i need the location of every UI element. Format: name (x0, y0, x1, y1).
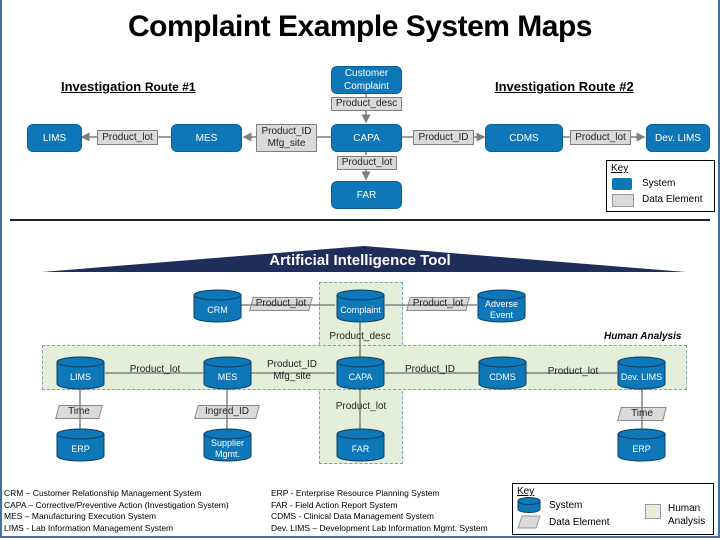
system-crm[interactable]: CRM (193, 289, 242, 323)
key-system-label: System (549, 500, 583, 511)
system-label: Complaint (340, 304, 381, 315)
database-cylinder-icon (617, 356, 666, 390)
database-cylinder-icon (193, 289, 242, 323)
key-data-element-swatch (612, 194, 634, 207)
glossary-item: CRM – Customer Relationship Management S… (4, 488, 202, 498)
system-complaint[interactable]: Complaint (336, 289, 385, 323)
database-cylinder-icon (336, 356, 385, 390)
system-adverse-event[interactable]: Adverse Event (477, 289, 526, 323)
system-lims[interactable]: LIMS (27, 124, 82, 152)
data-element-ingred-id: Ingred_ID (196, 405, 258, 419)
data-element-time: Time (619, 407, 665, 421)
data-element-product-desc: Product_desc (329, 331, 391, 342)
data-element-product-id: Product_ID (399, 363, 461, 377)
ai-tool-title: Artificial Intelligence Tool (269, 252, 451, 269)
data-element-product-id-mfg-site: Product_ID Mfg_site (256, 124, 317, 152)
system-label: Adverse Event (484, 299, 519, 320)
system-label: ERP (632, 443, 651, 454)
system-far[interactable]: FAR (336, 428, 385, 462)
system-mes[interactable]: MES (203, 356, 252, 390)
data-element-line-2: Mfg_site (273, 371, 311, 382)
glossary-item: CDMS - Clinical Data Management System (271, 511, 434, 521)
data-element-time: Time (57, 405, 101, 419)
data-element-line-2: Mfg_site (267, 138, 306, 149)
glossary-item: ERP - Enterprise Resource Planning Syste… (271, 488, 440, 498)
system-dev-lims[interactable]: Dev. LIMS (617, 356, 666, 390)
key-data-element-label: Data Element (549, 517, 610, 528)
data-element-product-lot: Product_lot (570, 130, 631, 145)
system-cdms[interactable]: CDMS (485, 124, 563, 152)
system-lims[interactable]: LIMS (56, 356, 105, 390)
glossary-item: FAR - Field Action Report System (271, 499, 398, 510)
glossary-item: Dev. LIMS – Development Lab Information … (271, 522, 488, 533)
key-system-label: System (642, 178, 676, 189)
key-system-swatch (612, 178, 632, 190)
system-label: FAR (351, 443, 370, 454)
system-mes[interactable]: MES (171, 124, 242, 152)
system-label: CRM (207, 304, 228, 315)
glossary-item: MES – Manufacturing Execution System (4, 511, 157, 521)
data-element-product-id: Product_ID (413, 130, 474, 145)
glossary-left: CRM – Customer Relationship Management S… (4, 488, 264, 534)
data-element-product-lot: Product_lot (543, 365, 603, 379)
data-element-product-lot: Product_lot (330, 400, 392, 414)
system-capa[interactable]: CAPA (331, 124, 402, 152)
route-2-heading: Investigation Route #2 (495, 79, 634, 94)
key-human-analysis-label: Human Analysis (668, 503, 706, 527)
system-label: Supplier Mgmt. (210, 438, 245, 459)
route-1-suffix: Route #1 (144, 80, 196, 94)
bottom-key: Key System Data Element Human Analysis (512, 483, 714, 535)
ai-banner-shape (42, 246, 686, 272)
key-human-analysis-swatch (645, 504, 661, 519)
database-cylinder-icon (203, 356, 252, 390)
key-title: Key (517, 486, 535, 497)
database-cylinder-icon (336, 289, 385, 323)
data-element-product-desc: Product_desc (331, 97, 402, 111)
system-capa[interactable]: CAPA (336, 356, 385, 390)
system-erp[interactable]: ERP (56, 428, 105, 462)
database-cylinder-icon (56, 356, 105, 390)
system-erp[interactable]: ERP (617, 428, 666, 462)
system-label: ERP (71, 443, 90, 454)
human-analysis-label: Human Analysis (604, 331, 682, 342)
data-element-product-lot: Product_lot (124, 363, 186, 377)
system-cdms[interactable]: CDMS (478, 356, 527, 390)
database-cylinder-icon (477, 289, 526, 323)
system-dev-lims[interactable]: Dev. LIMS (646, 124, 710, 152)
key-data-element-label: Data Element (642, 194, 703, 205)
key-system-cylinder-icon (517, 497, 541, 513)
system-label: LIMS (69, 371, 91, 382)
data-element-product-lot: Product_lot (408, 297, 468, 311)
page-title: Complaint Example System Maps (128, 10, 592, 43)
system-far[interactable]: FAR (331, 181, 402, 209)
section-divider (10, 219, 710, 221)
database-cylinder-icon (56, 428, 105, 462)
system-label: MES (217, 371, 238, 382)
data-element-product-lot: Product_lot (337, 156, 397, 170)
system-customer-complaint[interactable]: Customer Complaint (331, 66, 402, 94)
database-cylinder-icon (478, 356, 527, 390)
data-element-product-id-mfg-site: Product_ID Mfg_site (262, 359, 322, 383)
system-supplier-mgmt[interactable]: Supplier Mgmt. (203, 428, 252, 462)
system-label: CDMS (489, 371, 516, 382)
system-label: Dev. LIMS (620, 371, 663, 382)
database-cylinder-icon (617, 428, 666, 462)
data-element-product-lot: Product_lot (251, 297, 311, 311)
key-data-element-parallelogram-icon (517, 515, 541, 529)
glossary-item: LIMS - Lab Information Management System (4, 522, 174, 533)
data-element-line-1: Product_ID (266, 359, 318, 370)
database-cylinder-icon (203, 428, 252, 462)
route-1-label: Investigation (61, 79, 142, 94)
key-title: Key (611, 163, 629, 174)
database-cylinder-icon (336, 428, 385, 462)
system-label: CAPA (348, 371, 373, 382)
route-1-heading: Investigation Route #1 (61, 79, 196, 94)
data-element-product-lot: Product_lot (97, 130, 158, 145)
top-key: Key System Data Element (606, 160, 715, 212)
glossary-right: ERP - Enterprise Resource Planning Syste… (271, 488, 511, 534)
data-element-line-1: Product_ID (261, 126, 312, 137)
glossary-item: CAPA – Corrective/Preventive Action (Inv… (4, 499, 229, 510)
